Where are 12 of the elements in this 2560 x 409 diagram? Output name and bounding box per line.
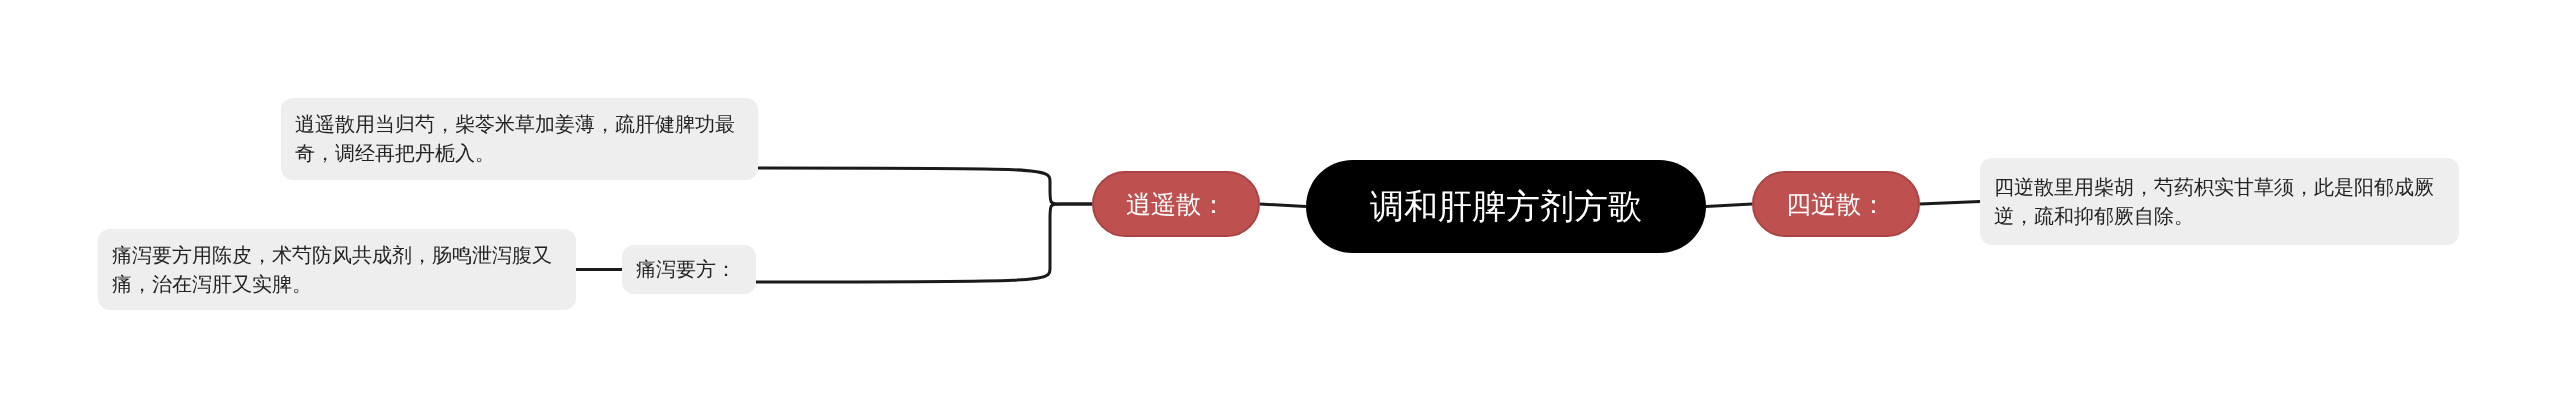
topic-pill: 四逆散： — [1752, 171, 1920, 237]
connector-line — [576, 268, 622, 271]
connector-line — [756, 202, 1092, 284]
connector-line — [1259, 202, 1307, 208]
connector-line — [1705, 202, 1753, 208]
connector-line — [1919, 200, 1981, 206]
text-card: 逍遥散用当归芍，柴苓米草加姜薄，疏肝健脾功最奇，调经再把丹栀入。 — [281, 98, 758, 180]
text-card: 痛泻要方用陈皮，术芍防风共成剂，肠鸣泄泻腹又痛，治在泻肝又实脾。 — [98, 229, 576, 310]
central-topic: 调和肝脾方剂方歌 — [1306, 160, 1706, 253]
topic-pill: 逍遥散： — [1092, 171, 1260, 237]
text-card: 四逆散里用柴胡，芍药枳实甘草须，此是阳郁成厥逆，疏和抑郁厥自除。 — [1980, 158, 2459, 245]
subtopic-card: 痛泻要方： — [622, 245, 756, 294]
